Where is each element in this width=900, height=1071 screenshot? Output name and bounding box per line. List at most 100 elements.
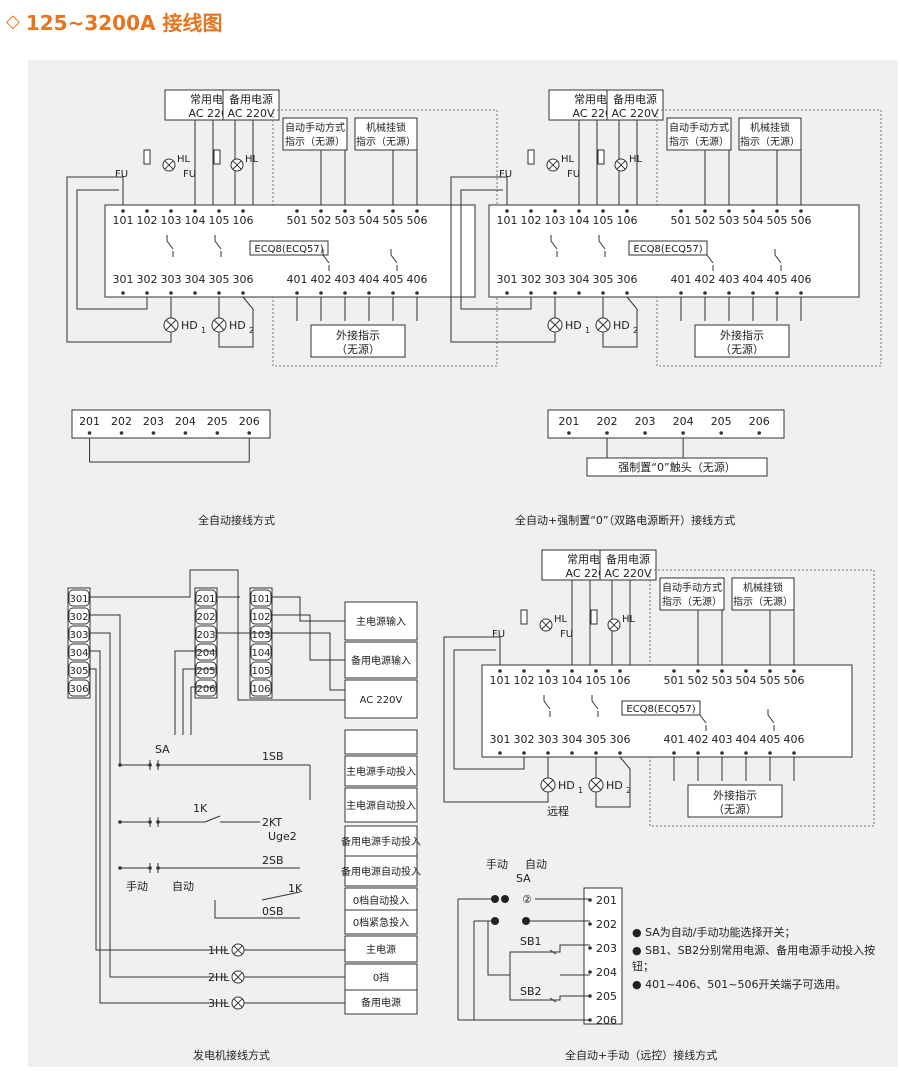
gen-table-row	[344, 989, 418, 1015]
forced-zero-box	[586, 457, 768, 477]
terminal-dot	[605, 431, 609, 435]
fuse-icon	[527, 149, 535, 165]
feedback-wire	[602, 296, 638, 348]
strip-terminal-label: 202	[597, 415, 618, 428]
gen-table-row	[344, 935, 418, 963]
hl1-label: HL	[561, 154, 575, 165]
gen-terminal-cell	[68, 679, 90, 697]
terminal-dot	[792, 751, 796, 755]
terminal-dot	[751, 291, 755, 295]
ecq-label-box	[249, 240, 329, 256]
terminal-label-top: 506	[784, 674, 805, 687]
terminal-dot	[415, 291, 419, 295]
gen-terminal-cell	[250, 643, 272, 661]
terminal-dot	[679, 291, 683, 295]
terminal-dot	[696, 751, 700, 755]
feedback-wire	[443, 636, 549, 803]
gen-wire	[90, 614, 121, 765]
mech-lock-label-2: 指示（无源）	[740, 135, 800, 148]
ext-indicator-label-2: （无源）	[713, 802, 757, 816]
gen-terminal-cell	[195, 625, 217, 643]
sa-manual-label: 手动	[486, 857, 508, 871]
standby-power-voltage: AC 220V	[227, 107, 275, 120]
feedback-wire	[453, 649, 525, 770]
sa-switch-label: SA	[516, 872, 531, 885]
switch-contact-icon	[767, 714, 775, 724]
terminal-dot	[343, 209, 347, 213]
hd2-label: HD	[613, 319, 630, 332]
external-indicator-box	[694, 324, 790, 358]
terminal-dot	[588, 970, 592, 974]
ecq-model-label: ECQ8(ECQ57)	[254, 244, 323, 255]
terminal-column-label: 206	[596, 1014, 617, 1027]
gen-terminal-label: 102	[251, 612, 270, 623]
terminal-dot	[241, 209, 245, 213]
sb2-label: SB2	[520, 985, 542, 998]
terminal-label-bottom: 305	[593, 273, 614, 286]
gen-wire	[90, 569, 345, 701]
mech-lock-indicator-box	[731, 577, 795, 611]
gen-terminal-label: 205	[196, 666, 215, 677]
terminal-dot	[567, 431, 571, 435]
gen-table-label: 主电源手动投入	[346, 765, 416, 778]
gen-table-label: 主电源输入	[356, 615, 406, 628]
terminal-label-top: 102	[521, 214, 542, 227]
gen-terminal-label: 204	[196, 648, 215, 659]
gen-hl1-label: 1HL	[208, 944, 230, 957]
gen-terminal-label: 104	[251, 648, 270, 659]
terminal-dot	[594, 669, 598, 673]
sa-contact-dot	[501, 895, 509, 903]
terminal-label-bottom: 304	[569, 273, 590, 286]
lamp-cross	[542, 779, 554, 791]
note-item: ● 401~406、501~506开关端子可选用。	[632, 978, 847, 991]
hd2-sub: 2	[249, 326, 254, 335]
terminal-dot	[119, 431, 124, 435]
gen-terminal-label: 302	[69, 612, 88, 623]
hd1-label: HD	[558, 779, 575, 792]
note-item: ● SB1、SB2分别常用电源、备用电源手动投入按钮；	[632, 944, 876, 973]
gen-table-row	[344, 787, 418, 823]
junction-dot	[156, 763, 160, 767]
terminal-dot	[145, 291, 149, 295]
feedback-wire	[595, 756, 631, 808]
hd1-sub: 1	[201, 326, 206, 335]
terminal-label-top: 501	[287, 214, 308, 227]
fu2-label: FU	[183, 169, 196, 180]
strip-terminal-label: 201	[558, 415, 579, 428]
gen-table-row	[344, 855, 418, 887]
terminal-label-bottom: 305	[586, 733, 607, 746]
terminal-strip-right	[547, 409, 785, 439]
gen-terminal-label: 305	[69, 666, 88, 677]
gen-terminal-cell	[68, 607, 90, 625]
lamp-cross	[616, 160, 626, 170]
mech-lock-label-2: 指示（无源）	[733, 595, 793, 608]
terminal-dot	[744, 669, 748, 673]
external-indicator-box	[687, 784, 783, 818]
mech-lock-label: 机械挂锁	[750, 121, 790, 134]
gen-table-row	[344, 909, 418, 935]
terminal-dot	[625, 291, 629, 295]
lamp-cross	[233, 972, 243, 982]
terminal-label-bottom: 301	[497, 273, 518, 286]
gen-table-label: AC 220V	[360, 695, 403, 706]
lamp-cross	[164, 160, 174, 170]
terminal-dot	[319, 291, 323, 295]
standby-power-voltage: AC 220V	[611, 107, 659, 120]
strip-terminal-label: 205	[711, 415, 732, 428]
terminal-dot	[601, 291, 605, 295]
gen-terminal-cell	[250, 679, 272, 697]
terminal-dot	[522, 669, 526, 673]
hl1-label: HL	[177, 154, 191, 165]
switch-contact-icon	[322, 254, 330, 264]
gen-terminal-label: 203	[196, 630, 215, 641]
terminal-dot	[799, 291, 803, 295]
fuse-icon	[597, 149, 605, 165]
terminal-label-top: 504	[743, 214, 764, 227]
fuse-icon	[520, 609, 528, 625]
gen-terminal-label: 106	[251, 684, 270, 695]
terminal-dot	[594, 751, 598, 755]
terminal-dot	[618, 669, 622, 673]
standby-power-voltage: AC 220V	[604, 567, 652, 580]
gen-wire	[272, 596, 345, 622]
mech-lock-indicator-box	[354, 117, 418, 151]
